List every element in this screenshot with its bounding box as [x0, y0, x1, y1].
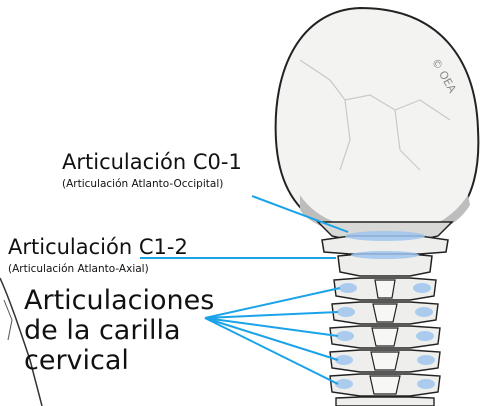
leader-facet-3 — [204, 317, 339, 337]
label-c0-c1-subtitle: (Articulación Atlanto-Occipital) — [62, 178, 224, 190]
leader-c01 — [251, 195, 349, 233]
joint-c1-c2 — [351, 251, 419, 259]
label-c1-c2-joint: Articulación C1-2 — [8, 235, 188, 259]
leader-facet-2 — [204, 311, 339, 319]
leader-lines — [140, 195, 349, 385]
skull — [274, 6, 480, 233]
joint-c0-c1 — [345, 231, 425, 241]
facet-joint-highlights — [335, 283, 435, 389]
label-c1-c2-subtitle: (Articulación Atlanto-Axial) — [8, 263, 149, 275]
leader-facet-1 — [204, 287, 341, 319]
leader-facet-4 — [204, 317, 339, 361]
label-facet-joints: Articulaciones de la carilla cervical — [24, 285, 215, 376]
leader-facet-5 — [204, 317, 339, 385]
shoulder-outline — [0, 277, 43, 406]
shoulder-outline-inner — [3, 299, 13, 341]
skull-suture — [299, 59, 451, 171]
spinous-processes — [369, 279, 401, 395]
label-c0-c1-joint: Articulación C0-1 — [62, 150, 242, 174]
